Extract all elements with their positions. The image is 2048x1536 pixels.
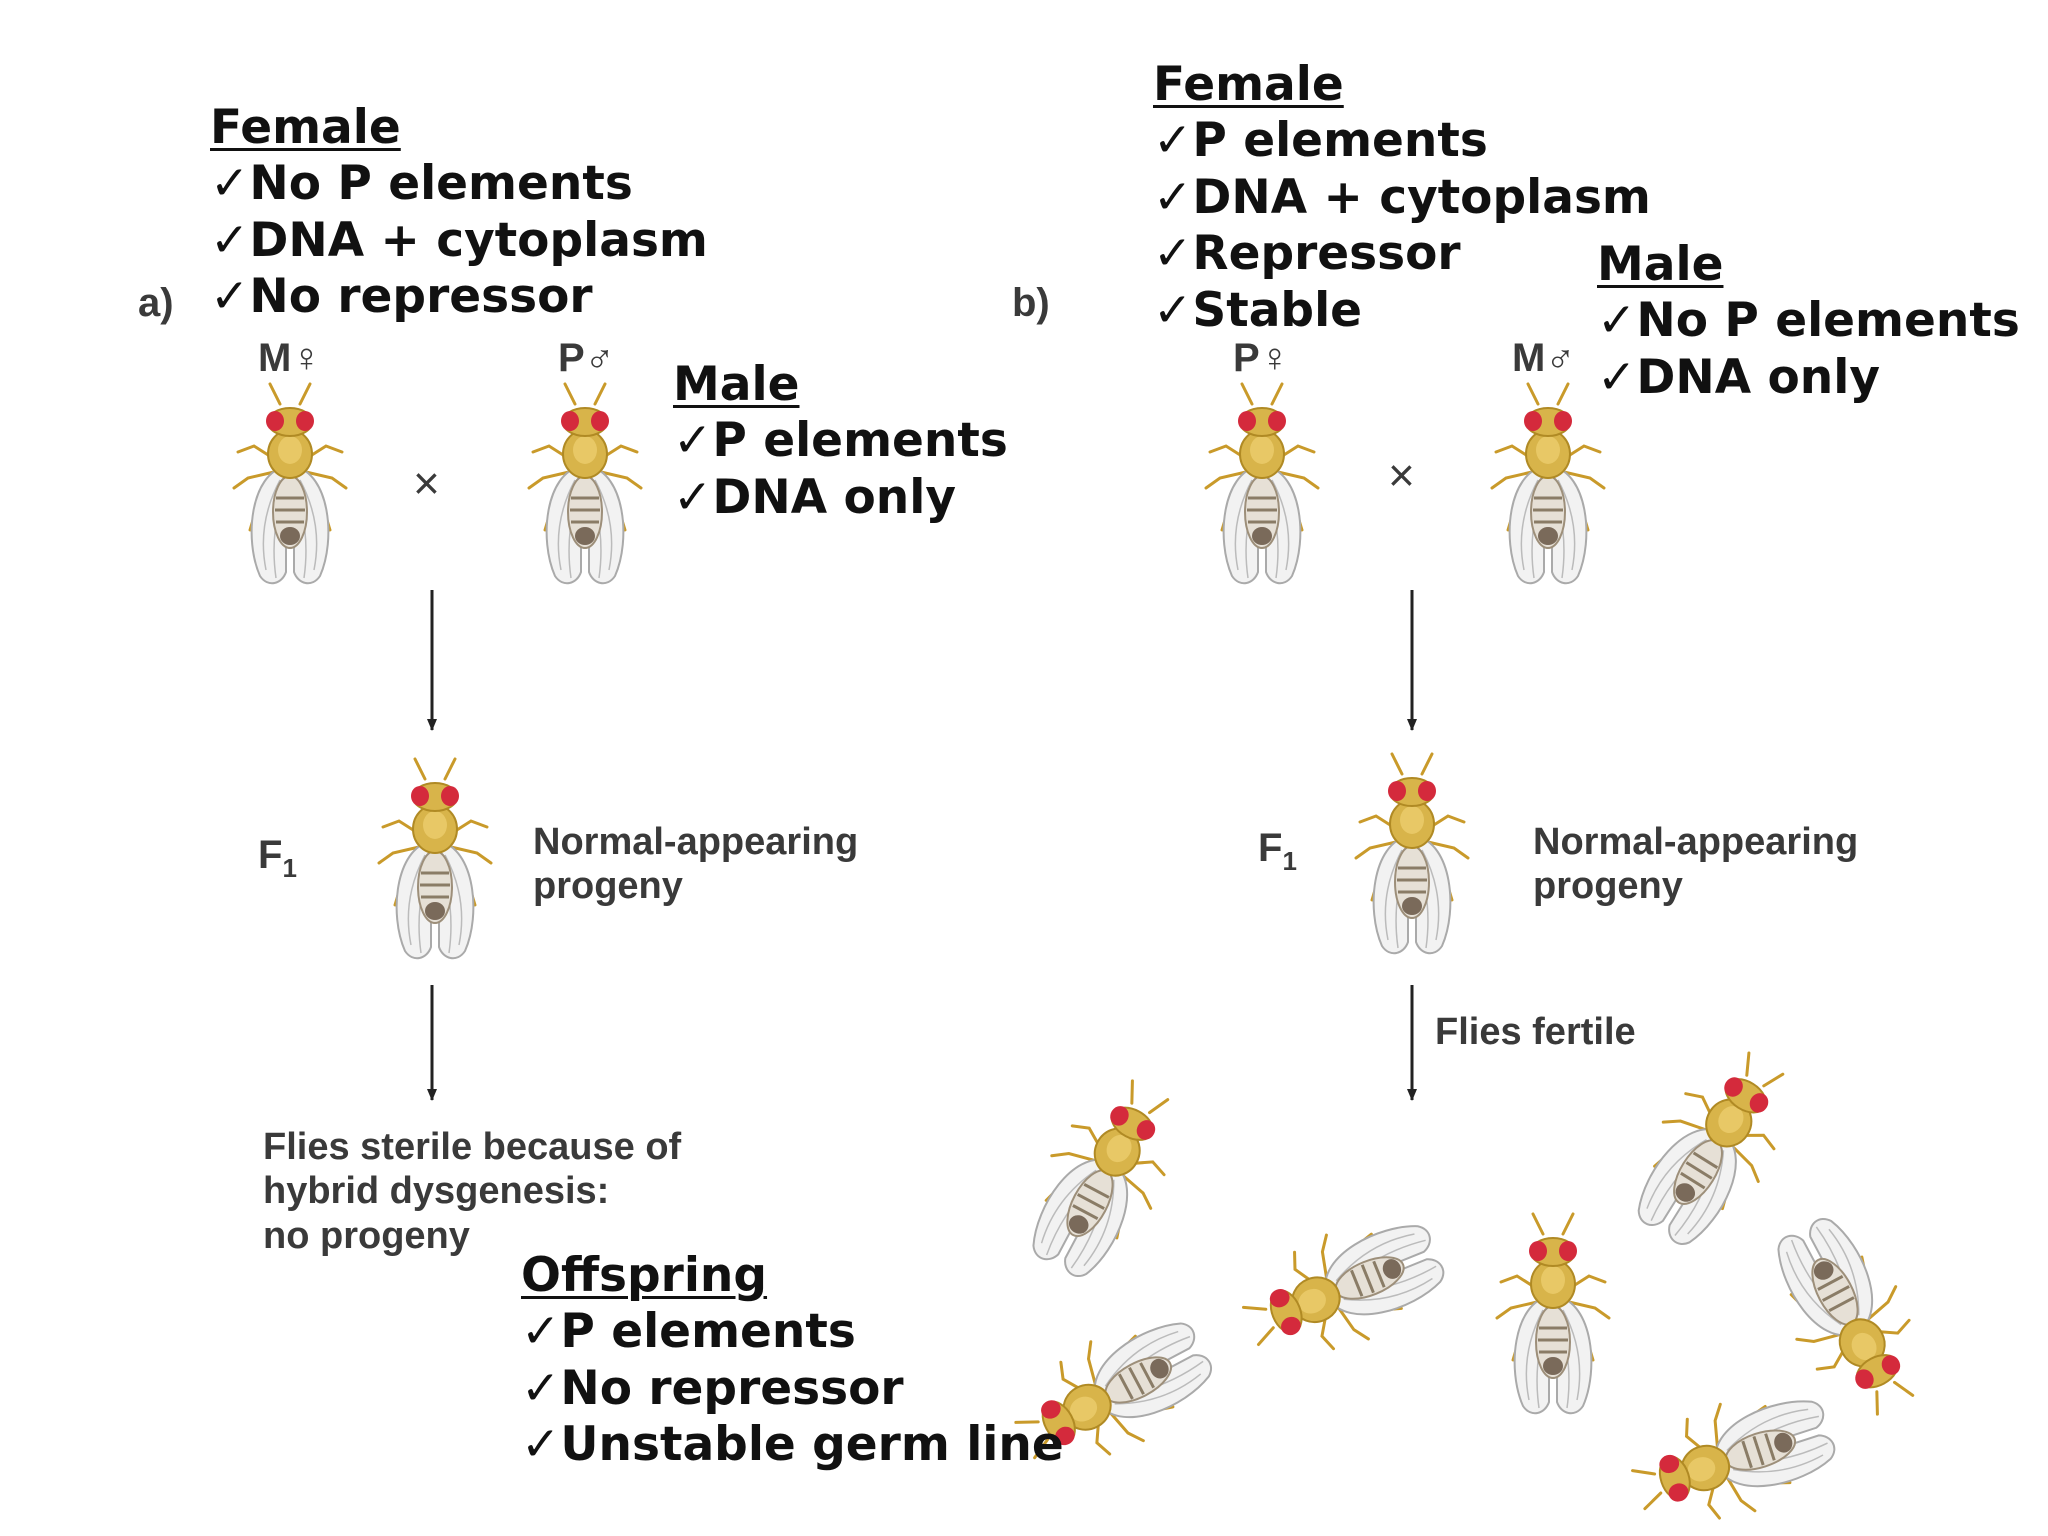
info-item: DNA + cytoplasm [210,213,708,269]
panel-a-offspring-info: Offspring P elements No repressor Unstab… [521,1248,1064,1474]
f1-letter: F [1258,826,1283,870]
fly-male-a [527,382,643,585]
fly-progeny-3 [1228,1197,1459,1380]
info-heading: Male [1597,237,1724,292]
panel-b-cross-symbol: × [1388,449,1415,501]
fly-progeny-5 [1611,1032,1815,1264]
caption-line: Normal-appearing [533,821,859,863]
info-item: DNA only [673,470,1008,526]
fly-progeny-6 [1750,1201,1947,1433]
panel-b-male-info: Male No P elements DNA only [1597,237,2020,406]
caption-line: hybrid dysgenesis: [263,1170,610,1213]
fly-female-a [232,382,348,585]
caption-line: Normal-appearing [1533,821,1859,863]
info-heading: Female [210,100,401,155]
f1-subscript: 1 [282,853,297,883]
fly-f1-b [1354,752,1470,955]
info-item: Unstable germ line [521,1417,1063,1473]
caption-line: progeny [533,865,683,908]
info-item: DNA only [1597,350,2020,406]
caption-line: Flies sterile because of [263,1126,682,1168]
panel-b-f1-label: F1 [1258,828,1297,874]
info-item: P elements [1153,113,1651,169]
panel-a-f1-caption: Normal-appearing progeny [533,820,858,909]
panel-a-label: a) [138,281,174,325]
fly-female-b [1204,382,1320,585]
panel-a-female-info: Female No P elements DNA + cytoplasm No … [210,100,708,326]
fly-male-b [1490,382,1606,585]
f1-letter: F [258,833,283,877]
info-item: No P elements [1597,293,2019,349]
fly-f1-a [377,757,493,960]
panel-a-male-info: Male P elements DNA only [673,357,1008,526]
fly-progeny-4 [1495,1212,1611,1415]
info-heading: Offspring [521,1248,768,1303]
panel-a-outcome-caption: Flies sterile because of hybrid dysgenes… [263,1125,681,1258]
info-heading: Female [1153,57,1344,112]
panel-a-female-symbol: M♀ [258,336,322,380]
panel-b-arrow-caption: Flies fertile [1435,1011,1636,1053]
panel-b-female-symbol: P♀ [1233,336,1290,380]
fly-progeny-7 [1619,1373,1847,1536]
info-item: P elements [521,1304,1064,1360]
info-item: P elements [673,413,1007,469]
info-item: DNA + cytoplasm [1153,170,1651,226]
info-item: Repressor [1153,226,1651,282]
info-item: No repressor [210,269,708,325]
panel-a-cross-symbol: × [413,457,440,509]
panel-a-male-symbol: P♂ [558,336,615,380]
info-item: Stable [1153,283,1651,339]
panel-b-male-symbol: M♂ [1512,336,1576,380]
caption-line: no progeny [263,1214,470,1257]
panel-a-f1-label: F1 [258,835,297,881]
info-item: No repressor [521,1361,1064,1417]
caption-line: progeny [1533,865,1683,908]
panel-b-label: b) [1012,281,1050,325]
panel-b-female-info: Female P elements DNA + cytoplasm Repres… [1153,57,1651,339]
f1-subscript: 1 [1282,846,1297,876]
info-item: No P elements [210,156,708,212]
info-heading: Male [673,357,800,412]
panel-b-f1-caption: Normal-appearing progeny [1533,820,1858,909]
